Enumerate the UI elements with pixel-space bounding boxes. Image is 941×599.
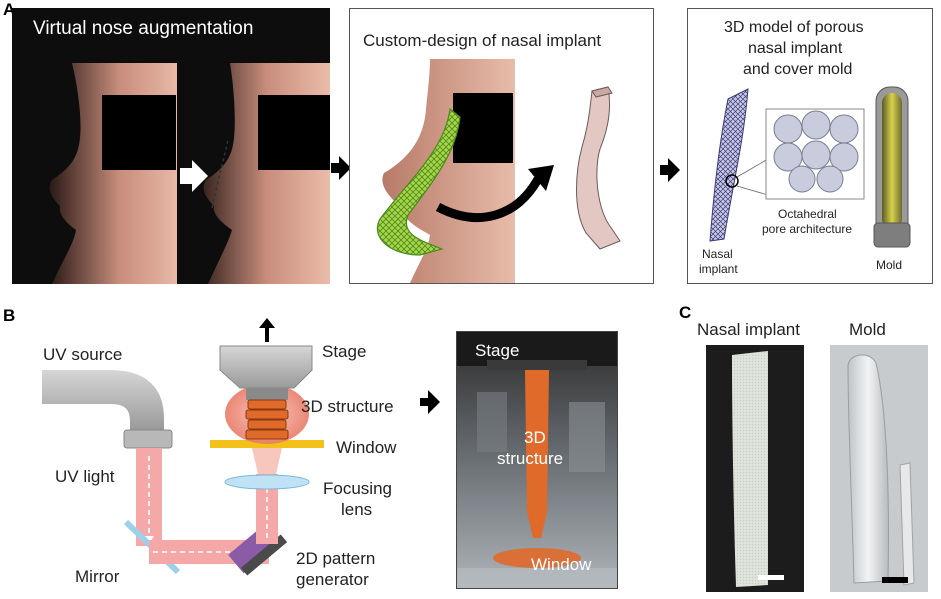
photo-stage-label: Stage <box>475 341 520 360</box>
mold-label-a: Mold <box>876 258 903 272</box>
step3-title-line3: and cover mold <box>743 61 853 78</box>
mold-photo <box>830 345 928 592</box>
octahedral-label-line2: pore architecture <box>762 222 853 236</box>
nose-augmentation-illustration <box>12 8 330 284</box>
c-mold-label: Mold <box>849 320 886 339</box>
arrow-a1-icon <box>331 156 351 180</box>
structure-label: 3D structure <box>301 397 394 416</box>
nasal-implant-label-line2: implant <box>699 262 738 276</box>
panel-c-letter: C <box>679 303 692 322</box>
step2-title: Custom-design of nasal implant <box>363 31 602 50</box>
step3-title-line1: 3D model of porous <box>724 19 864 36</box>
c-nasal-implant-label: Nasal implant <box>697 320 800 339</box>
photo-window-label: Window <box>531 555 592 574</box>
step1-title: Virtual nose augmentation <box>33 18 254 39</box>
pattern-label-line2: generator <box>296 570 369 589</box>
octahedral-label-line1: Octahedral <box>778 207 837 221</box>
implant-photo <box>706 345 804 592</box>
step3-title-line2: nasal implant <box>748 40 843 57</box>
pattern-label-line1: 2D pattern <box>296 549 376 568</box>
uv-light-label: UV light <box>55 467 115 486</box>
arrow-a2-icon <box>660 158 680 182</box>
window-label: Window <box>336 438 397 457</box>
printer-schematic <box>42 318 440 576</box>
custom-design-illustration <box>376 59 621 283</box>
photo-structure-label-line1: 3D <box>524 428 546 447</box>
focusing-label-line1: Focusing <box>323 479 392 498</box>
panel-b-letter: B <box>3 306 16 325</box>
printer-photo-illustration <box>457 332 617 588</box>
mirror-label: Mirror <box>75 567 120 586</box>
photo-structure-label-line2: structure <box>497 449 564 468</box>
printer-photo <box>456 331 618 589</box>
model-box <box>687 8 933 284</box>
uv-source-label: UV source <box>43 345 123 364</box>
nasal-implant-label-line1: Nasal <box>702 247 733 261</box>
nose-augmentation-photo <box>12 8 330 284</box>
implant-photo-illustration <box>706 345 804 592</box>
focusing-label-line2: lens <box>341 500 373 519</box>
mold-photo-illustration <box>830 345 928 592</box>
custom-design-box <box>349 8 654 284</box>
stage-label: Stage <box>322 342 367 361</box>
model-illustration <box>709 86 911 248</box>
